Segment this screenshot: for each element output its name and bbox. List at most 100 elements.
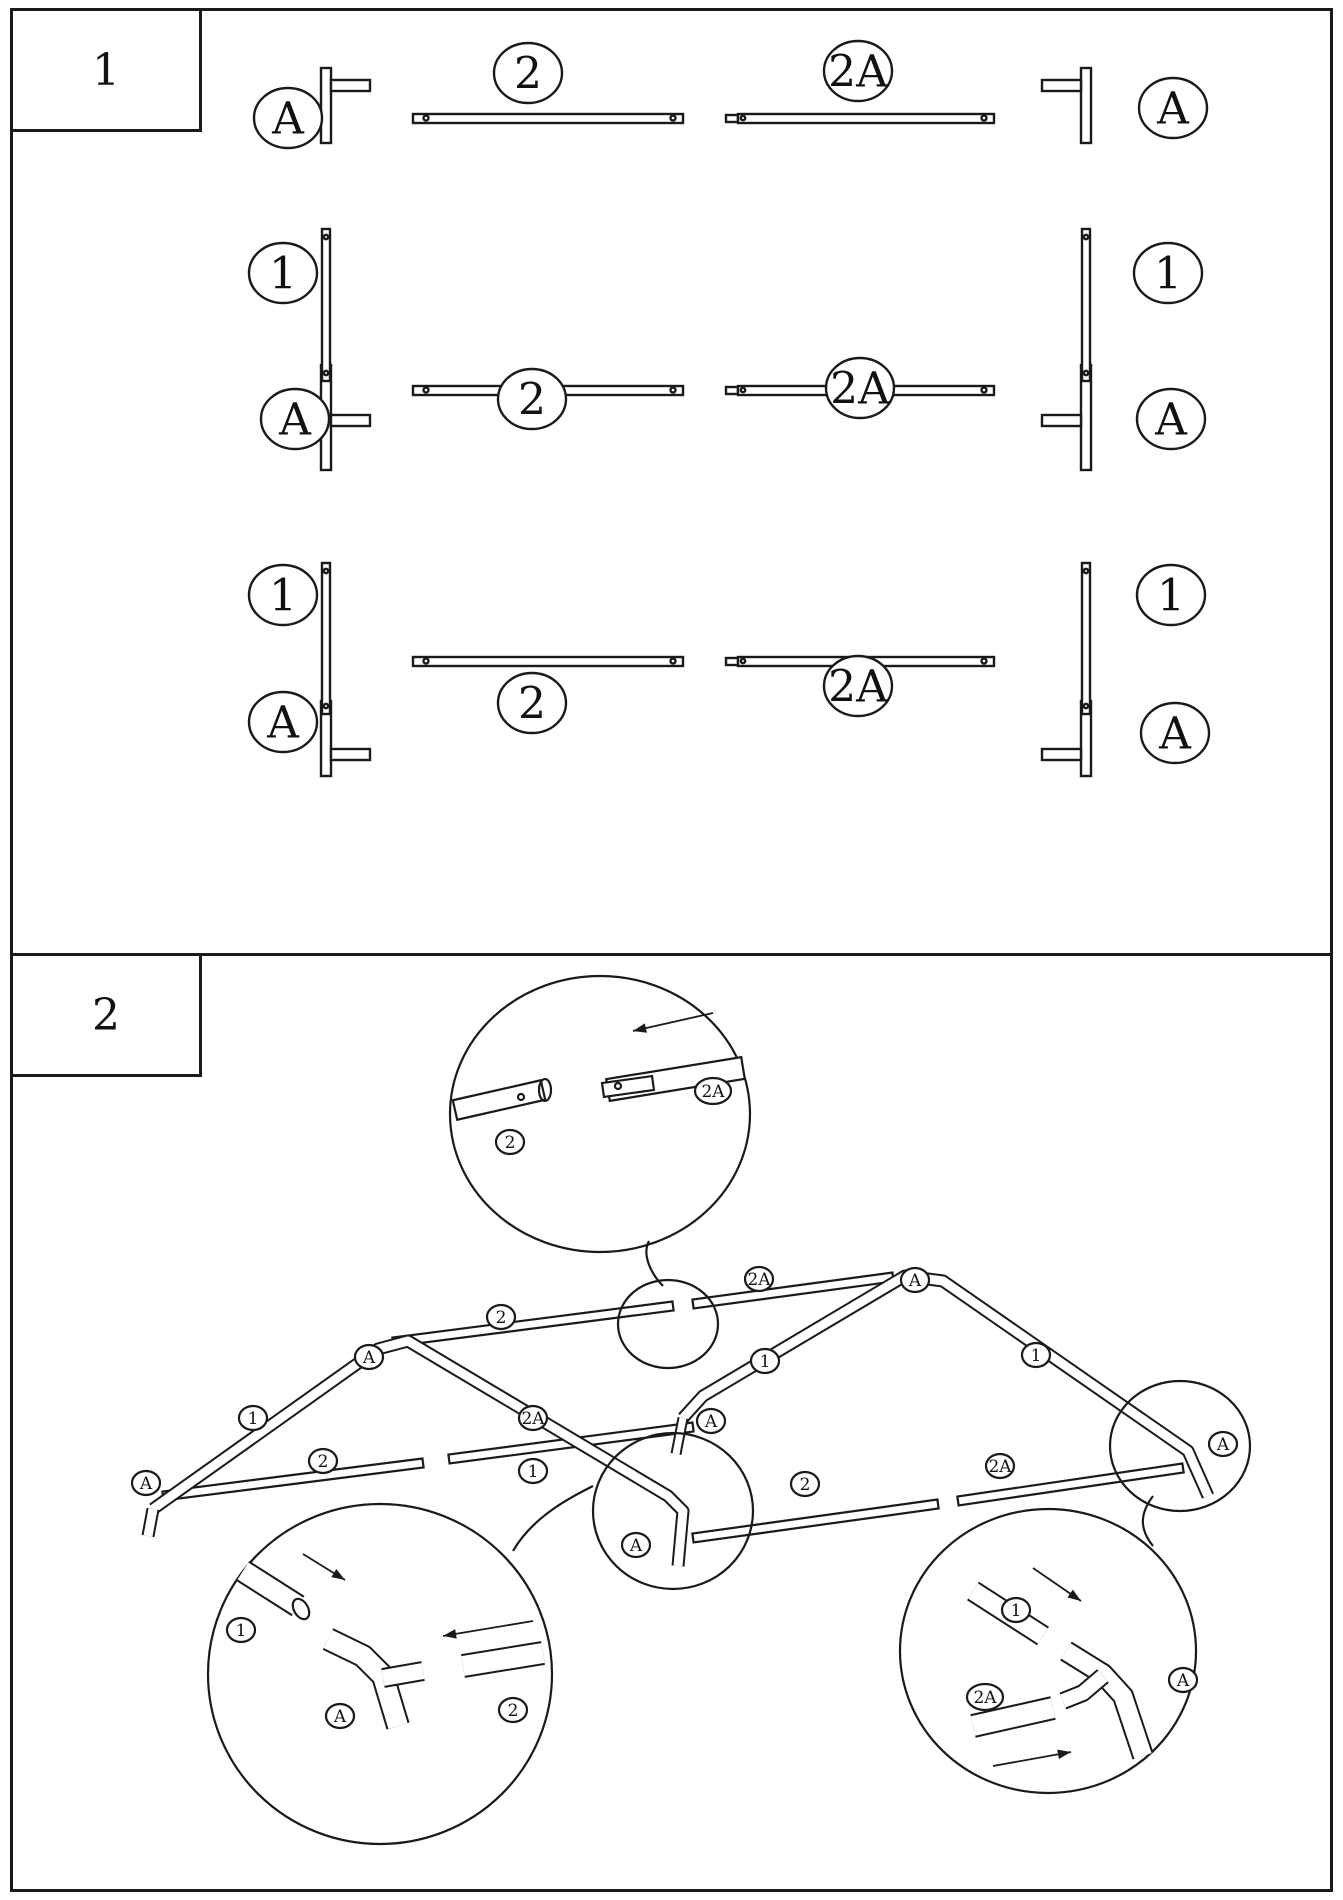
pole-2a-rear-top [691,1271,895,1310]
pole-2-rear-top [391,1300,675,1348]
label-a: A [259,387,331,451]
side-pole-body [1080,561,1092,716]
arch-rear-right-outline [678,1269,1214,1499]
label-1-circle [1020,1341,1052,1369]
pole-2a-swage [724,113,740,124]
label-2: 2 [492,41,564,105]
label-a: A [247,690,319,754]
detail-label-a-text: A [1176,1671,1190,1691]
detail-circle [448,974,752,1254]
pole-2-hole [422,657,430,665]
pole-2-body [411,112,685,125]
detail-label-1-circle [1000,1596,1032,1624]
label-1-text: 1 [528,1462,539,1482]
label-a-circle [899,1266,931,1294]
label-1-text: 1 [1154,249,1182,300]
label-2-text: 2 [318,1452,329,1472]
label-a-text: A [271,94,305,145]
label-1-circle [749,1347,781,1375]
leg-left-fill [143,1508,158,1537]
callout-connector [1141,1495,1154,1547]
label-2a-circle [743,1265,775,1293]
detail-pole-2-fill [461,1643,545,1676]
direction-arrow-icon-head [1067,1589,1081,1601]
label-a-circle [695,1407,727,1435]
pole-2-hole [422,386,430,394]
corner-fitting-a-2 [1040,66,1093,145]
label-1-text: 1 [269,571,297,622]
label-1: 1 [517,1457,549,1485]
label-2: 2 [485,1303,517,1331]
label-2-circle [496,671,568,735]
label-2-circle [492,41,564,105]
label-a: A [1137,76,1209,140]
label-a: A [353,1343,385,1371]
label-2a: 2A [824,356,896,420]
direction-arrow-icon-head [443,1629,457,1639]
corner-stub [329,413,372,428]
label-1: 1 [749,1347,781,1375]
label-2-text: 2 [514,49,542,100]
detail-side-pole-1 [236,1560,305,1617]
label-a-circle [1137,76,1209,140]
pole-2-row-1 [411,112,685,125]
pole-2a-hole [980,386,988,394]
direction-arrow-icon [442,1620,534,1639]
detail-label-a-circle [324,1702,356,1730]
detail-corner-stub-fill [1060,1670,1108,1708]
label-a-text: A [278,395,312,446]
label-2a-circle [822,654,894,718]
detail-label-a: A [1167,1666,1199,1694]
label-2a-circle [984,1452,1016,1480]
label-a-text: A [629,1536,643,1556]
pole-2a-body [736,112,996,125]
detail-label-1: 1 [225,1616,257,1644]
label-a: A [130,1469,162,1497]
direction-arrow-icon [632,1012,714,1033]
direction-arrow-icon [302,1553,346,1581]
detail-label-2: 2 [497,1696,529,1724]
zoom-marker-top [616,1278,720,1370]
zoom-marker-right [1108,1379,1252,1513]
side-pole-hole [1082,702,1090,710]
label-1: 1 [1020,1341,1052,1369]
direction-arrow-icon-shaft [992,1751,1072,1767]
label-2-circle [789,1470,821,1498]
detail-label-a-text: A [333,1707,347,1727]
label-2a-text: 2A [521,1409,545,1429]
side-pole-body [1080,227,1092,383]
label-a: A [252,86,324,150]
label-2a-circle [517,1404,549,1432]
detail-pole-end [291,1597,311,1621]
callout-connector [645,1240,664,1287]
pole-2-hole [669,386,677,394]
step-1-number: 1 [13,11,202,132]
side-pole-body [320,227,332,383]
pole-2-hole [422,114,430,122]
label-a-text: A [1158,709,1192,760]
detail-label-2a-text: 2A [973,1688,997,1708]
label-a-text: A [1156,84,1190,135]
pole-2a-hole [739,114,747,122]
side-pole-1-3 [320,561,332,716]
corner-stub [329,78,372,93]
detail-pole-2a-swage [600,1074,656,1099]
label-a-circle [252,86,324,150]
side-pole-hole [322,233,330,241]
side-pole-body [320,561,332,716]
label-a-text: A [362,1348,376,1368]
label-2a: 2A [822,654,894,718]
label-a-circle [1207,1430,1239,1458]
detail-label-a: A [324,1702,356,1730]
pole-2a-swage [724,656,740,667]
label-2a-circle [822,39,894,103]
label-a: A [620,1531,652,1559]
side-pole-hole [1082,567,1090,575]
label-2a-text: 2A [828,47,889,98]
side-pole-hole [1082,369,1090,377]
label-a-circle [353,1343,385,1371]
